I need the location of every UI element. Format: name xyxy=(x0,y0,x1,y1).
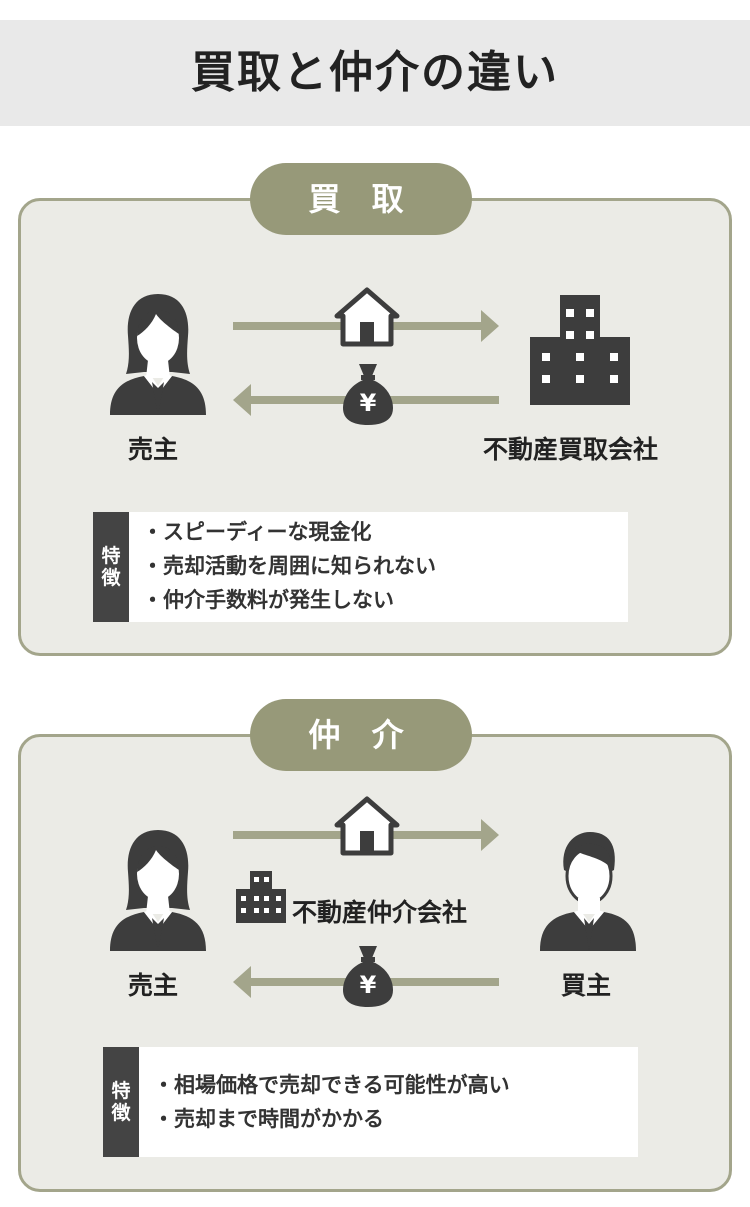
kaitori-company-label: 不動産買取会社 xyxy=(483,435,659,464)
house-icon xyxy=(334,796,400,856)
building-icon xyxy=(530,295,630,405)
kaitori-feature-list: スピーディーな現金化 売却活動を周囲に知られない 仲介手数料が発生しない xyxy=(142,515,436,617)
kaitori-heading: 買 取 xyxy=(250,163,472,235)
chukai-agent-label: 不動産仲介会社 xyxy=(292,898,468,927)
list-item: スピーディーな現金化 xyxy=(142,515,436,549)
kaitori-seller-label: 売主 xyxy=(128,435,179,464)
chukai-feature-list: 相場価格で売却できる可能性が高い 売却まで時間がかかる xyxy=(153,1068,510,1136)
money-bag-icon xyxy=(343,364,393,425)
list-item: 仲介手数料が発生しない xyxy=(142,583,436,617)
page-title: 買取と仲介の違い xyxy=(191,47,559,98)
chukai-seller-label: 売主 xyxy=(128,971,179,1000)
chukai-heading: 仲 介 xyxy=(250,699,472,771)
chukai-buyer-label: 買主 xyxy=(561,971,612,1000)
kaitori-feature-tag: 特 徴 xyxy=(93,512,129,622)
list-item: 相場価格で売却できる可能性が高い xyxy=(153,1068,510,1102)
title-bar xyxy=(0,20,750,126)
house-icon xyxy=(334,287,400,347)
woman-avatar-icon xyxy=(110,830,206,951)
man-avatar-icon xyxy=(540,832,636,951)
yen-symbol: ¥ xyxy=(359,389,377,417)
chukai-feature-tag: 特 徴 xyxy=(103,1047,139,1157)
building-icon xyxy=(236,871,286,923)
yen-symbol: ¥ xyxy=(359,971,377,999)
list-item: 売却活動を周囲に知られない xyxy=(142,549,436,583)
money-bag-icon xyxy=(343,946,393,1007)
list-item: 売却まで時間がかかる xyxy=(153,1102,510,1136)
woman-avatar-icon xyxy=(110,294,206,415)
